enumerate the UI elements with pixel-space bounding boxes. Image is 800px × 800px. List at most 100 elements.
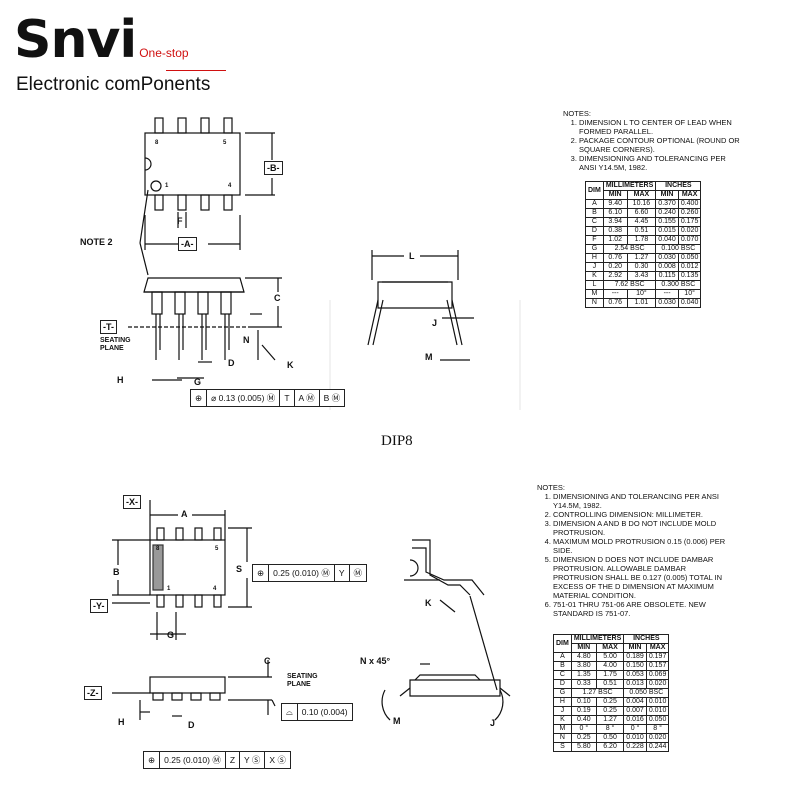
soic8-flatness-tolerance: ⌓ 0.10 (0.004) bbox=[281, 703, 353, 721]
value-cell: 0.020 bbox=[645, 679, 670, 689]
value-cell: 0.069 bbox=[645, 670, 670, 680]
soic8-side-body bbox=[149, 676, 226, 694]
dip8-top-body bbox=[144, 132, 241, 196]
soic8-j-label: J bbox=[490, 718, 496, 728]
soic8-b-label: B bbox=[113, 567, 120, 577]
soic8-top-body bbox=[149, 539, 226, 596]
brand-name: Snvi bbox=[14, 10, 137, 70]
value-cell: 0.150 bbox=[623, 661, 647, 671]
dip8-g-label: G bbox=[194, 377, 202, 387]
brand-underline bbox=[166, 70, 226, 72]
value-cell: 0.007 bbox=[623, 706, 647, 716]
dip8-caption: DIP8 bbox=[381, 433, 413, 449]
value-cell: 5.00 bbox=[595, 652, 625, 662]
soic8-d-label: D bbox=[188, 720, 195, 730]
value-cell: 0.016 bbox=[623, 715, 647, 725]
dip8-pin1-label: 1 bbox=[165, 183, 169, 189]
value-cell: 0 ° bbox=[623, 724, 647, 734]
soic8-seating-label: SEATING bbox=[287, 673, 318, 680]
soic8-pin5-label: 5 bbox=[215, 546, 219, 552]
value-cell: 0.010 bbox=[645, 706, 670, 716]
value-cell: 0.013 bbox=[623, 679, 647, 689]
value-cell: 0.50 bbox=[595, 733, 625, 743]
soic8-c-label: C bbox=[264, 656, 271, 666]
value-cell: 0.51 bbox=[595, 679, 625, 689]
soic8-a-label: A bbox=[181, 509, 188, 519]
value-cell: 6.20 bbox=[595, 742, 625, 752]
value-cell: 1.27 BSC bbox=[570, 688, 625, 698]
value-cell: 1.75 bbox=[595, 670, 625, 680]
dim-cell: C bbox=[553, 670, 572, 680]
brand-sub: One-stop bbox=[139, 46, 189, 60]
value-cell: 0.157 bbox=[645, 661, 670, 671]
value-cell: 0.050 BSC bbox=[623, 688, 670, 698]
dip8-j-label: J bbox=[432, 318, 438, 328]
brand-tagline: Electronic comPonents bbox=[16, 74, 211, 95]
soic8-pin4-label: 4 bbox=[213, 586, 217, 592]
dim-cell: J bbox=[553, 706, 572, 716]
value-cell: 0.244 bbox=[645, 742, 670, 752]
dip8-pin8-label: 8 bbox=[155, 140, 159, 146]
dim-cell: G bbox=[553, 688, 572, 698]
value-cell: 0.004 bbox=[623, 697, 647, 707]
dip8-pin5-label: 5 bbox=[223, 140, 227, 146]
dim-cell: N bbox=[585, 298, 604, 308]
dip8-m-label: M bbox=[425, 352, 433, 362]
dip8-plane-label: PLANE bbox=[100, 345, 124, 352]
soic8-s-tolerance: ⊕ 0.25 (0.010) Ⓜ Y Ⓜ bbox=[252, 564, 368, 582]
soic8-m-label: M bbox=[393, 716, 401, 726]
value-cell: 0.050 bbox=[645, 715, 670, 725]
soic8-nx45-label: N x 45° bbox=[360, 656, 391, 666]
value-cell: 8 ° bbox=[595, 724, 625, 734]
dip8-datum-t: -T- bbox=[100, 320, 117, 334]
soic8-notes: NOTES: DIMENSIONING AND TOLERANCING PER … bbox=[537, 483, 729, 618]
dip8-seating-label: SEATING bbox=[100, 337, 131, 344]
value-cell: 4.80 bbox=[570, 652, 597, 662]
value-cell: 0.010 bbox=[623, 733, 647, 743]
value-cell: 1.35 bbox=[570, 670, 597, 680]
value-cell: 0.10 bbox=[570, 697, 597, 707]
dim-cell: M bbox=[553, 724, 572, 734]
value-cell: 0.33 bbox=[570, 679, 597, 689]
dim-cell: S bbox=[553, 742, 572, 752]
value-cell: 3.80 bbox=[570, 661, 597, 671]
soic8-end-body bbox=[409, 679, 501, 697]
value-cell: 0 ° bbox=[570, 724, 597, 734]
dip8-position-tolerance: ⊕ ⌀ 0.13 (0.005) Ⓜ T A Ⓜ B Ⓜ bbox=[190, 389, 346, 407]
value-cell: 5.80 bbox=[570, 742, 597, 752]
flatness-icon: ⌓ bbox=[282, 704, 298, 720]
dip8-pin4-label: 4 bbox=[228, 183, 232, 189]
soic8-datum-y: -Y- bbox=[90, 599, 108, 613]
value-cell: 0.40 bbox=[570, 715, 597, 725]
soic8-bottom-tolerance: ⊕ 0.25 (0.010) Ⓜ Z Y Ⓢ X Ⓢ bbox=[143, 751, 291, 769]
dip8-k-label: K bbox=[287, 360, 294, 370]
dip8-f-label: F bbox=[177, 216, 183, 226]
value-cell: 0.19 bbox=[570, 706, 597, 716]
dip8-datum-a: -A- bbox=[178, 237, 197, 251]
dim-cell: H bbox=[553, 697, 572, 707]
soic8-pin8-label: 8 bbox=[156, 546, 160, 552]
soic8-h-label: H bbox=[118, 717, 125, 727]
value-cell: 0.197 bbox=[645, 652, 670, 662]
value-cell: 0.010 bbox=[645, 697, 670, 707]
dip8-c-label: C bbox=[274, 293, 281, 303]
value-cell: 0.040 bbox=[677, 298, 702, 308]
dim-cell: D bbox=[553, 679, 572, 689]
dip8-datum-b: -B- bbox=[264, 161, 283, 175]
value-cell: 4.00 bbox=[595, 661, 625, 671]
soic8-plane-label: PLANE bbox=[287, 681, 311, 688]
